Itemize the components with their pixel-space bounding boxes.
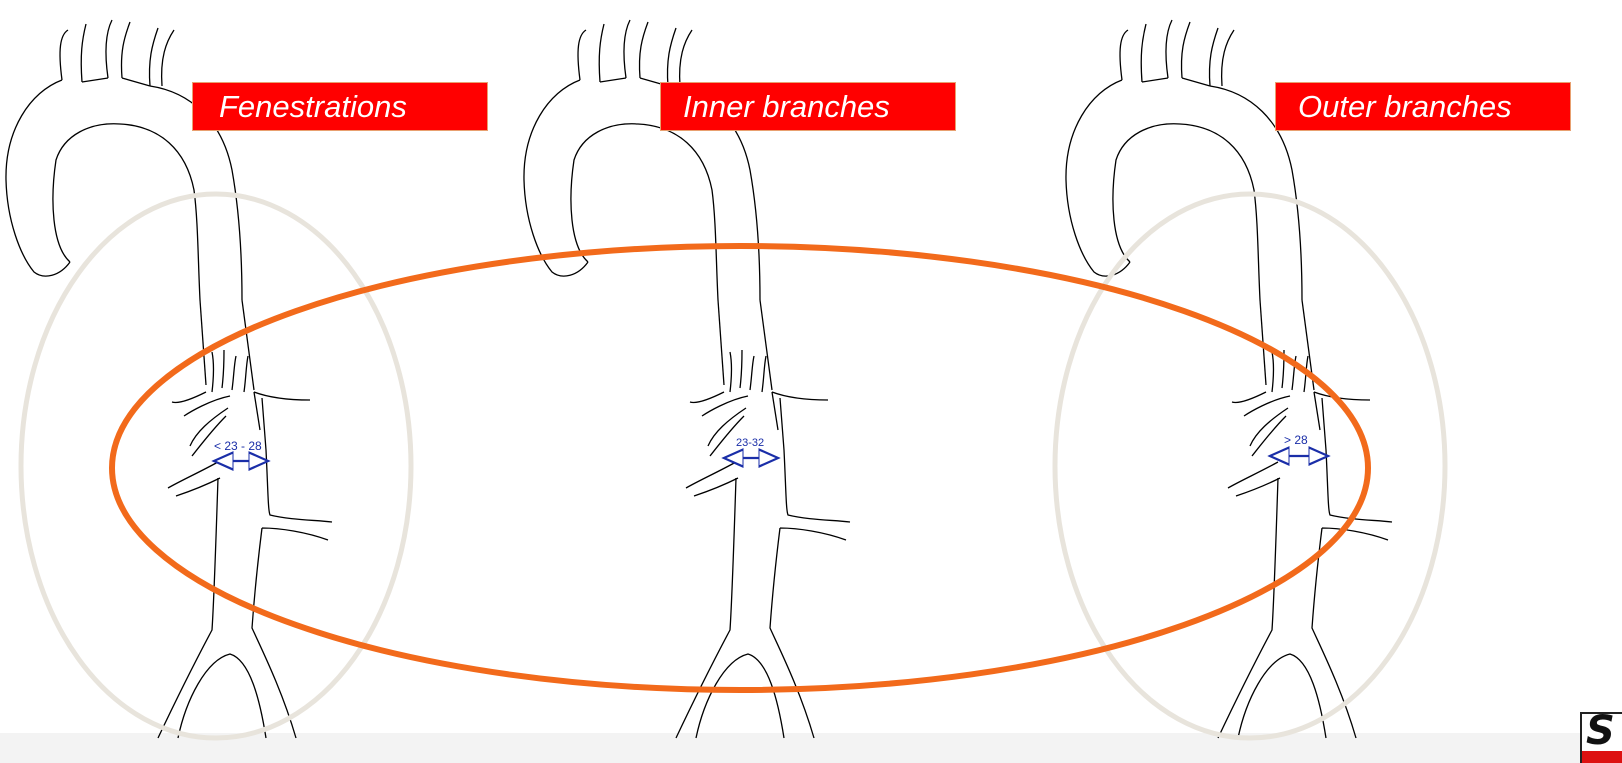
label-inner-branches: Inner branches (660, 82, 956, 131)
highlight-ellipse (112, 246, 1368, 690)
label-outer-branches: Outer branches (1275, 82, 1571, 131)
measure-label-middle: 23-32 (736, 437, 764, 449)
selection-ellipse-right (1055, 194, 1445, 738)
selection-ellipse-left (21, 194, 411, 738)
s-logo-icon: S (1580, 712, 1622, 763)
measure-label-right: > 28 (1284, 433, 1308, 447)
label-fenestrations: Fenestrations (192, 82, 488, 131)
measure-label-left: < 23 - 28 (214, 439, 262, 453)
